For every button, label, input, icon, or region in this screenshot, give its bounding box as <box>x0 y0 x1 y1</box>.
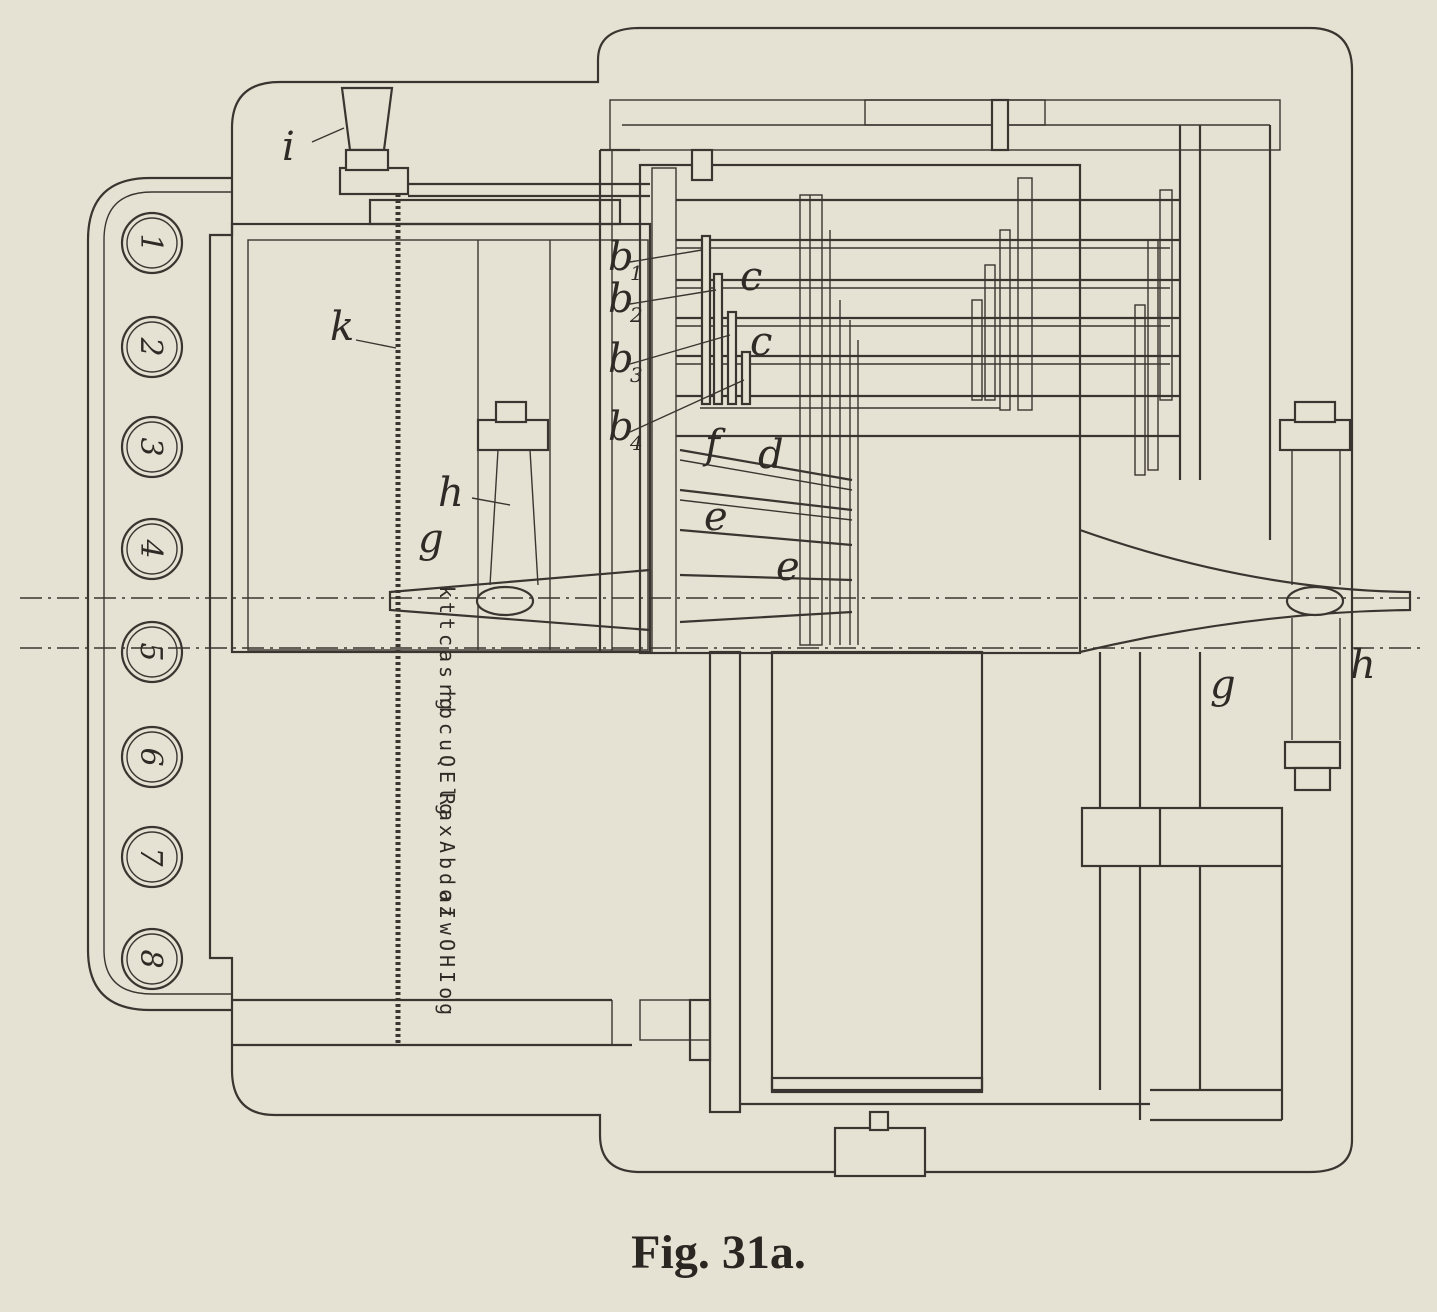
svg-text:3: 3 <box>630 363 643 387</box>
key-7[interactable] <box>120 825 184 889</box>
label-c1: c <box>740 254 762 300</box>
right-cone <box>1079 528 1412 654</box>
label-d: d <box>758 432 784 478</box>
label-b4: b <box>608 404 634 450</box>
key-label-4: 4 <box>133 538 168 558</box>
key-label-6: 6 <box>133 747 168 766</box>
figure-caption: Fig. 31a. <box>631 1226 806 1279</box>
key-3[interactable] <box>120 415 184 479</box>
label-h-left: h <box>438 470 464 516</box>
label-b3: b <box>608 336 634 382</box>
label-b2: b <box>608 276 634 322</box>
label-k: k <box>330 304 354 350</box>
key-8[interactable] <box>120 927 184 991</box>
left-cone <box>388 568 652 632</box>
paper-carriage <box>770 650 984 1092</box>
key-label-7: 7 <box>133 847 168 867</box>
keyboard: 1 2 3 4 5 6 7 8 <box>120 211 184 991</box>
svg-text:1: 1 <box>630 261 643 285</box>
key-5[interactable] <box>120 620 184 684</box>
type-bars <box>676 198 1180 438</box>
lower-left-post <box>708 650 742 1114</box>
key-label-3: 3 <box>133 437 168 456</box>
svg-text:4: 4 <box>629 431 643 455</box>
key-label-2: 2 <box>133 336 168 356</box>
key-label-5: 5 <box>133 642 168 661</box>
label-i: i <box>282 124 295 170</box>
type-column-2: RaxAbdoz <box>435 793 459 921</box>
outer-casing <box>208 26 1354 1174</box>
key-2[interactable] <box>120 315 184 379</box>
label-f: f <box>702 422 726 468</box>
foot-block <box>833 1126 927 1178</box>
key-strip <box>86 176 232 1012</box>
key-label-1: 1 <box>133 233 168 252</box>
fan-levers <box>679 448 853 624</box>
crank-handle <box>340 86 394 152</box>
right-support <box>1278 418 1352 452</box>
label-e1: e <box>704 494 728 540</box>
type-column-upper: kttcasrg <box>435 586 459 714</box>
key-6[interactable] <box>120 725 184 789</box>
label-c2: c <box>750 319 772 365</box>
label-b1: b <box>608 234 634 280</box>
label-e2: e <box>776 544 800 590</box>
type-column-1: hbcuQElg <box>435 691 459 819</box>
key-4[interactable] <box>120 517 184 581</box>
label-g-left: g <box>418 516 444 562</box>
label-g-right: g <box>1210 662 1236 708</box>
key-1[interactable] <box>120 211 184 275</box>
svg-text:2: 2 <box>629 303 643 327</box>
crank-base <box>338 166 410 196</box>
type-column-3: aIwOHIog <box>435 891 459 1019</box>
lower-block <box>1080 806 1284 868</box>
reference-labels: i k b 1 b 2 b 3 b 4 c c f d h g e e g h <box>282 124 1376 708</box>
key-label-8: 8 <box>133 949 168 968</box>
label-h-right: h <box>1350 642 1376 688</box>
left-support <box>476 418 550 452</box>
